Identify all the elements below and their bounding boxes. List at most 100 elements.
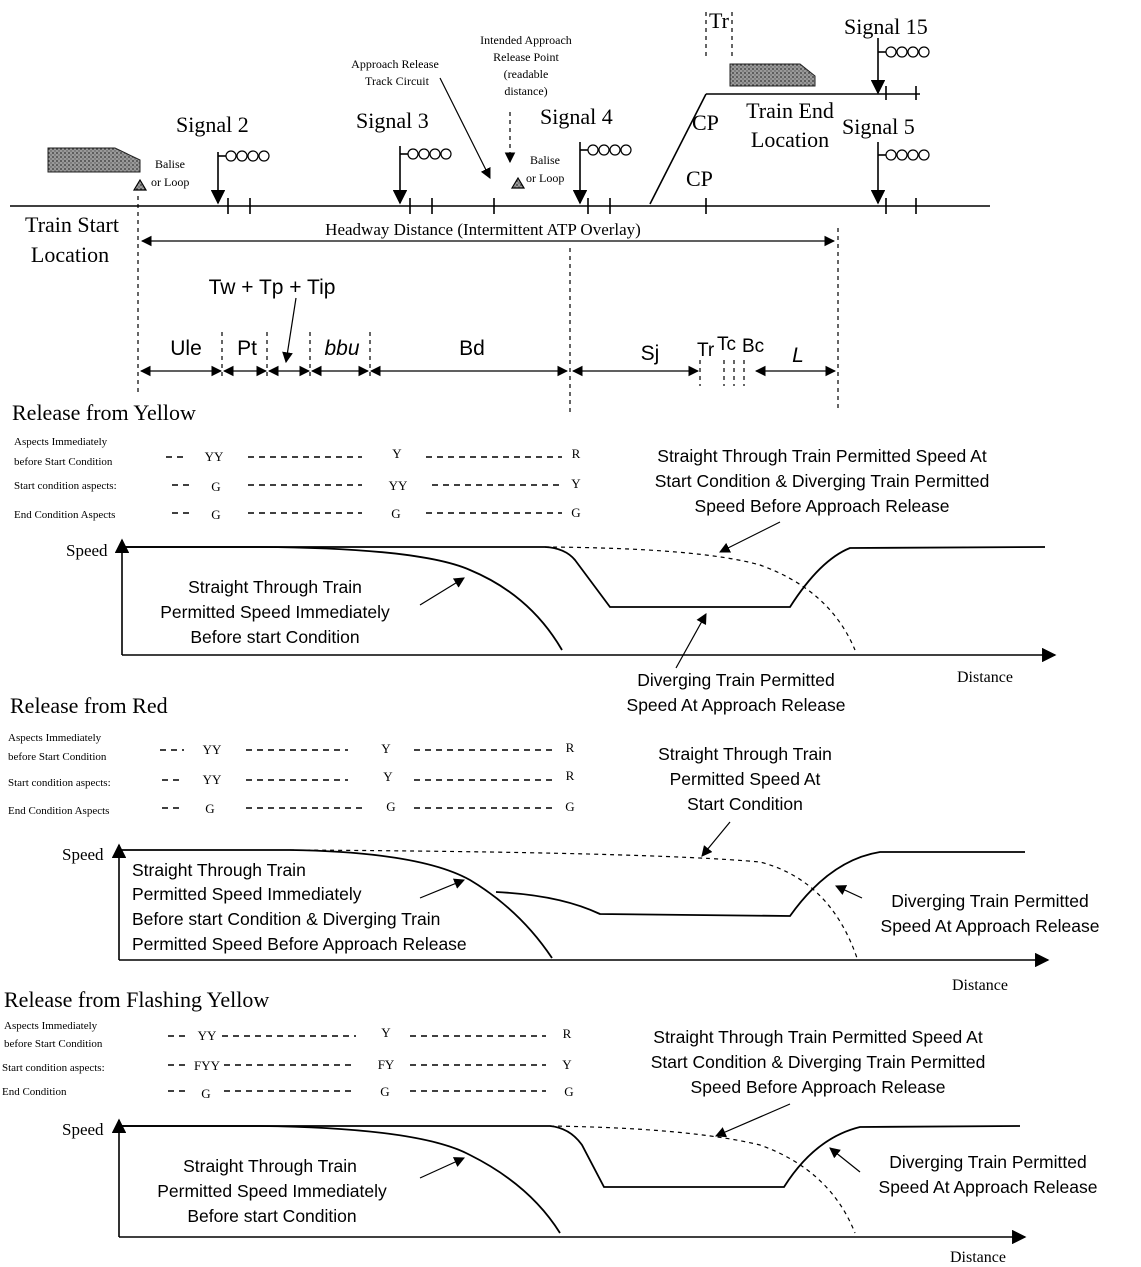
annotation-text: Permitted Speed Immediately xyxy=(160,602,390,622)
speed-axis-label: Speed xyxy=(62,845,104,864)
annotation-arrow xyxy=(419,577,465,606)
signal-2-icon xyxy=(210,150,270,205)
segment-l: L xyxy=(792,344,804,367)
panel-title: Release from Flashing Yellow xyxy=(4,987,269,1012)
annotation-arrow xyxy=(419,1157,465,1179)
tr-label: Tr xyxy=(709,8,730,33)
annotation-text: Before start Condition & Diverging Train xyxy=(132,909,440,929)
row-label: before Start Condition xyxy=(14,456,113,468)
aspect-value: YY xyxy=(198,1028,217,1043)
tw-formula-label: Tw + Tp + Tip xyxy=(209,276,336,299)
distance-axis-label: Distance xyxy=(950,1249,1006,1266)
balise-label: Balise xyxy=(530,153,560,167)
row-label: End Condition Aspects xyxy=(14,509,115,521)
annotation-text: Permitted Speed Immediately xyxy=(132,884,362,904)
annotation-text: Permitted Speed At xyxy=(670,769,821,789)
annotation-text: Diverging Train Permitted xyxy=(637,670,834,690)
annotation-arrow xyxy=(719,521,781,553)
aspect-value: YY xyxy=(203,772,222,787)
annotation-text: Straight Through Train xyxy=(183,1156,357,1176)
balise-label: Balise xyxy=(155,157,185,171)
straight-through-before-curve xyxy=(121,849,553,959)
balise-label: or Loop xyxy=(526,171,564,185)
row-label: Aspects Immediately xyxy=(8,732,102,744)
diverging-curve xyxy=(124,546,1046,608)
annotation-text: Diverging Train Permitted xyxy=(889,1152,1086,1172)
row-label: Start condition aspects: xyxy=(2,1062,105,1074)
diverging-curve xyxy=(495,851,1025,917)
segment-bbu: bbu xyxy=(324,337,359,360)
intended-point-label: Intended Approach xyxy=(480,33,572,47)
row-label: Start condition aspects: xyxy=(14,480,117,492)
intended-point-label: (readable xyxy=(504,67,549,81)
annotation-arrow xyxy=(715,1103,791,1138)
aspect-value: G xyxy=(386,799,395,814)
signal-5-icon xyxy=(870,142,930,205)
annotation-text: Permitted Speed Immediately xyxy=(157,1181,387,1201)
straight-through-before-curve xyxy=(121,1125,561,1234)
aspect-value: G xyxy=(211,507,220,522)
signal-2-label: Signal 2 xyxy=(176,112,249,137)
annotation-arrow xyxy=(829,1147,861,1173)
signal-5-label: Signal 5 xyxy=(842,114,915,139)
annotation-text: Straight Through Train Permitted Speed A… xyxy=(657,446,987,466)
train-end-label: Location xyxy=(751,127,829,152)
row-label: End Condition xyxy=(2,1086,67,1098)
row-label: Aspects Immediately xyxy=(14,436,108,448)
annotation-text: Straight Through Train xyxy=(132,860,306,880)
diverging-track xyxy=(649,93,707,205)
approach-track-label: Approach Release xyxy=(351,57,439,71)
track-joints xyxy=(227,86,917,214)
annotation-text: Before start Condition xyxy=(190,627,359,647)
aspect-value: R xyxy=(566,768,575,783)
balise-icon xyxy=(510,176,526,189)
panel-release-flashing-yellow: Release from Flashing Yellow Aspects Imm… xyxy=(2,987,1097,1266)
row-label: Start condition aspects: xyxy=(8,777,111,789)
intended-point-label: distance) xyxy=(504,84,547,98)
annotation-text: Speed At Approach Release xyxy=(627,695,846,715)
annotation-text: Straight Through Train xyxy=(658,744,832,764)
track-layout xyxy=(10,12,990,412)
aspect-value: G xyxy=(201,1086,210,1101)
annotation-text: Permitted Speed Before Approach Release xyxy=(132,934,467,954)
aspect-value: G xyxy=(380,1084,389,1099)
aspect-value: R xyxy=(563,1026,572,1041)
train-start-label: Location xyxy=(31,242,109,267)
annotation-text: Start Condition & Diverging Train Permit… xyxy=(651,1052,986,1072)
aspect-value: Y xyxy=(571,476,581,491)
segment-ticks xyxy=(221,332,745,386)
train-end-label: Train End xyxy=(746,98,834,123)
row-label: End Condition Aspects xyxy=(8,805,109,817)
balise-icon xyxy=(132,178,148,191)
distance-axis-label: Distance xyxy=(957,669,1013,686)
speed-axis-label: Speed xyxy=(66,541,108,560)
annotation-text: Straight Through Train Permitted Speed A… xyxy=(653,1027,983,1047)
aspect-value: YY xyxy=(203,742,222,757)
approach-track-label: Track Circuit xyxy=(365,74,430,88)
aspect-value: Y xyxy=(392,446,402,461)
annotation-text: Straight Through Train xyxy=(188,577,362,597)
aspect-value: R xyxy=(572,446,581,461)
train-end-icon xyxy=(729,63,816,87)
aspect-value: G xyxy=(564,1084,573,1099)
signal-15-label: Signal 15 xyxy=(844,14,928,39)
signal-15-icon xyxy=(870,38,930,95)
signal-3-label: Signal 3 xyxy=(356,108,429,133)
distance-axis-label: Distance xyxy=(952,977,1008,994)
cp-label: CP xyxy=(686,166,713,191)
aspect-value: Y xyxy=(562,1057,572,1072)
balise-label: or Loop xyxy=(151,175,189,189)
signal-4-label: Signal 4 xyxy=(540,104,613,129)
aspect-value: G xyxy=(205,801,214,816)
aspect-value: G xyxy=(391,506,400,521)
annotation-text: Before start Condition xyxy=(187,1206,356,1226)
panel-release-yellow: Release from Yellow Aspects Immediately … xyxy=(12,400,1057,715)
row-label: Aspects Immediately xyxy=(4,1020,98,1032)
tw-arrow xyxy=(282,297,297,364)
aspect-value: YY xyxy=(389,478,408,493)
segment-tr: Tr xyxy=(697,340,715,361)
segment-labels: Tw + Tp + Tip Ule Pt bbu Bd Sj Tr Tc Bc … xyxy=(170,276,804,367)
approach-release-arrow xyxy=(439,77,491,179)
panel-title: Release from Red xyxy=(10,693,168,718)
